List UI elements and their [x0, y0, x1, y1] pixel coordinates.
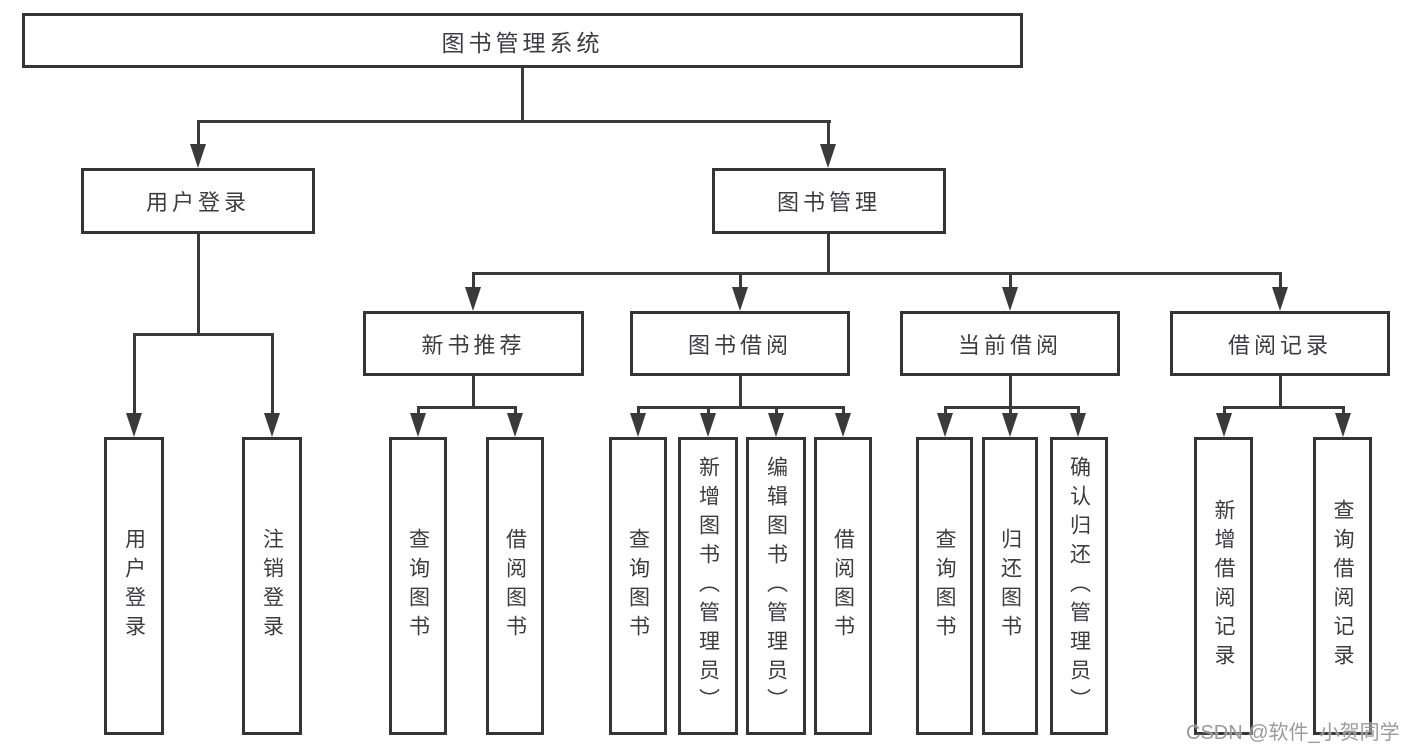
- arrowhead-down: [1272, 287, 1288, 311]
- leaf-query-borrow-record-label: 查询借阅记录: [1331, 499, 1354, 673]
- connector-hline: [1223, 406, 1345, 409]
- connector-vline: [417, 406, 420, 416]
- arrowhead-down: [190, 144, 206, 168]
- group-current-borrow-label: 当前借阅: [957, 332, 1062, 358]
- group-current-borrow-box: 当前借阅: [900, 311, 1120, 376]
- csdn-watermark: CSDN @软件_小贺同学: [1186, 722, 1400, 744]
- connector-hline: [637, 406, 845, 409]
- leaf-query-book-current-label: 查询图书: [933, 528, 956, 644]
- leaf-confirm-return-admin-label: 确认归还（管理员）: [1067, 455, 1091, 717]
- arrowhead-down: [264, 413, 280, 437]
- root-label: 图书管理系统: [441, 29, 604, 56]
- leaf-query-book-recommend-box: 查询图书: [389, 437, 447, 735]
- connector-vline: [1009, 406, 1012, 416]
- leaf-logout-box: 注销登录: [242, 437, 302, 735]
- arrowhead-down: [507, 413, 523, 437]
- connector-vline: [1009, 272, 1012, 289]
- leaf-confirm-return-admin-box: 确认归还（管理员）: [1050, 437, 1108, 735]
- arrowhead-down: [768, 413, 784, 437]
- arrowhead-down: [630, 413, 646, 437]
- arrowhead-down: [465, 287, 481, 311]
- arrowhead-down: [126, 413, 142, 437]
- leaf-borrow-book-recommend-label: 借阅图书: [503, 528, 527, 644]
- connector-vline: [739, 272, 742, 289]
- leaf-query-book-current-box: 查询图书: [916, 437, 973, 735]
- leaf-user-login-label: 用户登录: [122, 528, 146, 644]
- group-book-borrow-label: 图书借阅: [687, 332, 792, 358]
- arrowhead-down: [700, 413, 716, 437]
- arrowhead-down: [835, 413, 851, 437]
- leaf-query-book-borrow-box: 查询图书: [609, 437, 667, 735]
- connector-vline: [827, 120, 830, 146]
- connector-vline: [197, 120, 200, 146]
- group-borrow-record-box: 借阅记录: [1170, 311, 1390, 376]
- leaf-return-book-label: 归还图书: [998, 528, 1022, 644]
- connector-vline: [1009, 376, 1012, 406]
- arrowhead-down: [1070, 413, 1086, 437]
- connector-hline: [472, 272, 1281, 275]
- arrowhead-down: [1335, 413, 1351, 437]
- connector-vline: [514, 406, 517, 416]
- arrowhead-down: [1216, 413, 1232, 437]
- connector-vline: [707, 406, 710, 416]
- leaf-add-book-admin-label: 新增图书（管理员）: [696, 455, 720, 717]
- arrowhead-down: [1002, 413, 1018, 437]
- leaf-add-borrow-record-label: 新增借阅记录: [1212, 499, 1235, 673]
- leaf-add-book-admin-box: 新增图书（管理员）: [678, 437, 738, 735]
- leaf-edit-book-admin-label: 编辑图书（管理员）: [764, 455, 788, 717]
- connector-vline: [521, 68, 524, 120]
- connector-vline: [1279, 376, 1282, 406]
- leaf-borrow-book-box: 借阅图书: [814, 437, 872, 735]
- group-new-book-recommend-box: 新书推荐: [363, 311, 584, 376]
- branch-book-management-label: 图书管理: [776, 190, 881, 215]
- arrowhead-down: [937, 413, 953, 437]
- connector-vline: [472, 272, 475, 289]
- branch-book-management-box: 图书管理: [712, 168, 946, 234]
- arrowhead-down: [732, 287, 748, 311]
- connector-hline: [197, 120, 831, 123]
- connector-vline: [1077, 406, 1080, 416]
- leaf-logout-label: 注销登录: [260, 528, 284, 644]
- leaf-return-book-box: 归还图书: [982, 437, 1038, 735]
- connector-vline: [842, 406, 845, 416]
- connector-hline: [944, 406, 1080, 409]
- connector-hline: [133, 333, 274, 336]
- branch-user-login-label: 用户登录: [145, 190, 250, 215]
- root-box: 图书管理系统: [22, 13, 1023, 68]
- connector-vline: [1279, 272, 1282, 289]
- connector-vline: [944, 406, 947, 416]
- leaf-query-borrow-record-box: 查询借阅记录: [1313, 437, 1372, 735]
- connector-vline: [472, 376, 475, 406]
- connector-vline: [739, 376, 742, 406]
- group-new-book-recommend-label: 新书推荐: [421, 332, 526, 358]
- arrowhead-down: [820, 144, 836, 168]
- leaf-query-book-recommend-label: 查询图书: [406, 528, 430, 644]
- connector-vline: [827, 234, 830, 275]
- arrowhead-down: [410, 413, 426, 437]
- leaf-borrow-book-label: 借阅图书: [831, 528, 855, 644]
- leaf-add-borrow-record-box: 新增借阅记录: [1194, 437, 1253, 735]
- leaf-user-login-box: 用户登录: [104, 437, 164, 735]
- connector-vline: [775, 406, 778, 416]
- group-borrow-record-label: 借阅记录: [1227, 332, 1332, 358]
- connector-vline: [1342, 406, 1345, 416]
- branch-user-login-box: 用户登录: [81, 168, 315, 234]
- connector-vline: [1223, 406, 1226, 416]
- arrowhead-down: [1002, 287, 1018, 311]
- group-book-borrow-box: 图书借阅: [630, 311, 850, 376]
- leaf-query-book-borrow-label: 查询图书: [626, 528, 650, 644]
- connector-vline: [271, 333, 274, 415]
- connector-vline: [133, 333, 136, 415]
- connector-vline: [637, 406, 640, 416]
- connector-vline: [197, 234, 200, 333]
- leaf-edit-book-admin-box: 编辑图书（管理员）: [746, 437, 806, 735]
- connector-hline: [417, 406, 517, 409]
- leaf-borrow-book-recommend-box: 借阅图书: [486, 437, 544, 735]
